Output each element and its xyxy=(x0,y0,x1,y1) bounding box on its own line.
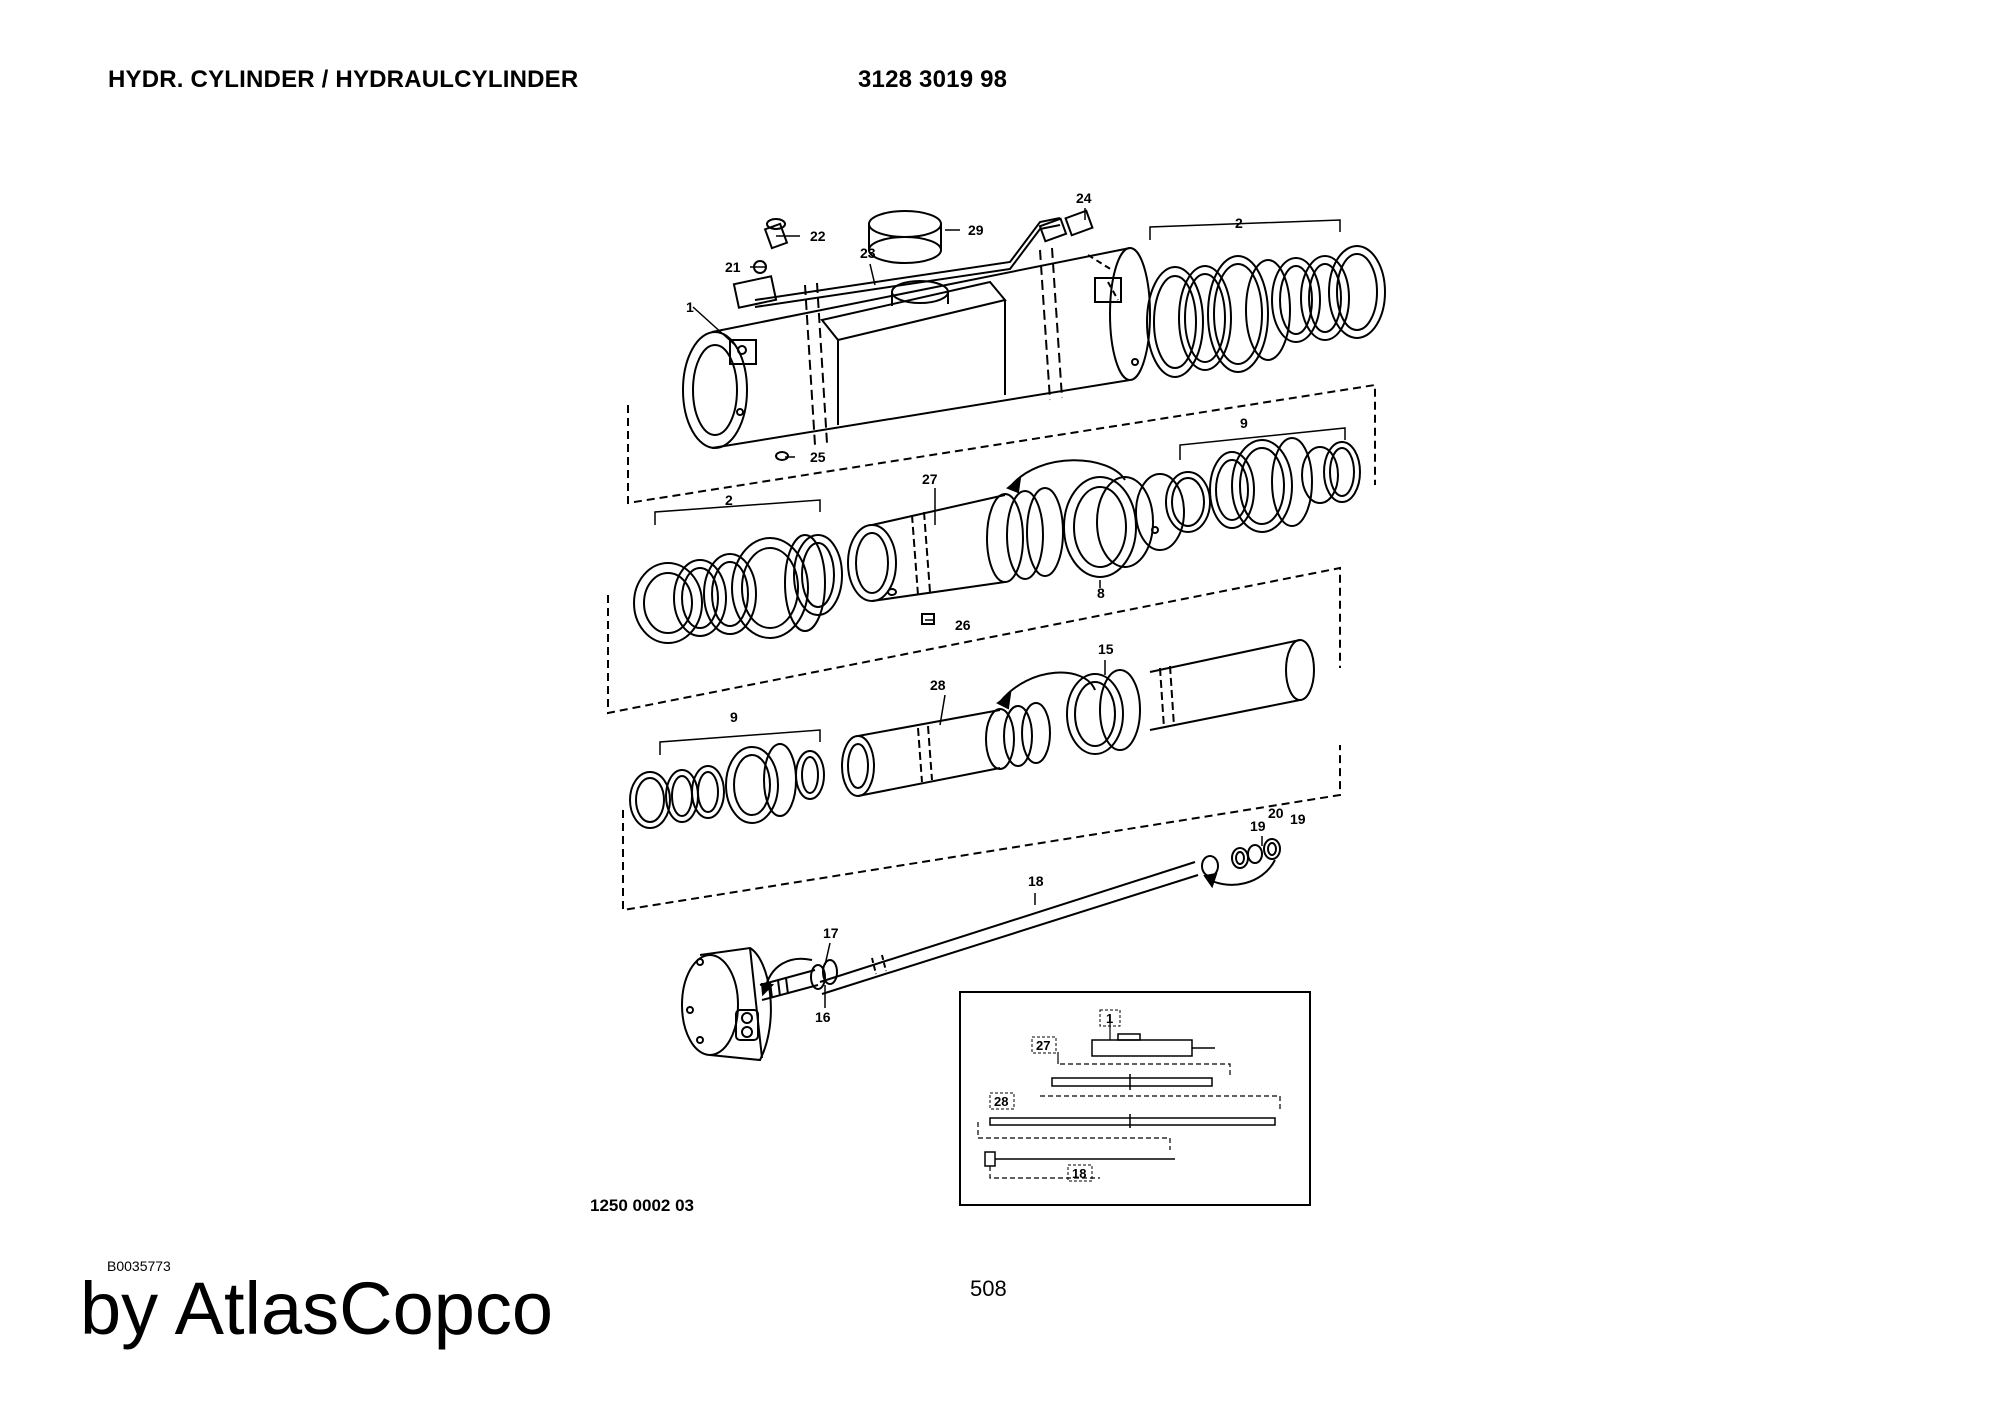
callout-27: 27 xyxy=(922,471,938,487)
callout-9-top: 9 xyxy=(1240,415,1248,431)
page-title: HYDR. CYLINDER / HYDRAULCYLINDER xyxy=(108,66,579,93)
seal-kit-row2-right xyxy=(1165,437,1361,533)
brand-footer: by AtlasCopco xyxy=(80,1267,554,1350)
rod-tube xyxy=(1149,639,1315,731)
callout-22: 22 xyxy=(810,228,826,244)
callout-25: 25 xyxy=(810,449,826,465)
document-id: B0035773 xyxy=(107,1258,171,1274)
callout-2-top: 2 xyxy=(1235,215,1243,231)
callout-21: 21 xyxy=(725,259,741,275)
guide-8 xyxy=(1006,459,1185,578)
callout-16: 16 xyxy=(815,1009,831,1025)
drawing-number: 1250 0002 03 xyxy=(590,1196,694,1215)
callout-26: 26 xyxy=(955,617,971,633)
seal-kit-row2-left xyxy=(633,534,843,644)
piston-27 xyxy=(847,487,1064,625)
rod-eye xyxy=(681,946,838,1062)
callout-20: 20 xyxy=(1268,805,1284,821)
seal-kit-row3 xyxy=(629,743,825,829)
cylinder-tube xyxy=(682,247,1151,449)
callout-17: 17 xyxy=(823,925,839,941)
piston-15 xyxy=(996,669,1141,755)
callout-24: 24 xyxy=(1076,190,1092,206)
page-number: 508 xyxy=(970,1276,1007,1301)
inset-label-18: 18 xyxy=(1072,1166,1086,1181)
callout-9-low: 9 xyxy=(730,709,738,725)
callout-labels: 1 2 2 8 9 9 15 16 17 18 19 19 20 21 22 2… xyxy=(686,190,1306,1025)
inset-label-28: 28 xyxy=(994,1094,1008,1109)
callout-1: 1 xyxy=(686,299,694,315)
inset-label-1: 1 xyxy=(1106,1011,1113,1026)
piston-rod-18 xyxy=(819,838,1281,995)
callout-23: 23 xyxy=(860,245,876,261)
callout-8: 8 xyxy=(1097,585,1105,601)
callout-19-right: 19 xyxy=(1290,811,1306,827)
callout-19-left: 19 xyxy=(1250,818,1266,834)
guide-28 xyxy=(841,702,1051,797)
inset-label-27: 27 xyxy=(1036,1038,1050,1053)
hose-and-fittings xyxy=(732,209,1119,461)
callout-29: 29 xyxy=(968,222,984,238)
cap-29 xyxy=(868,210,942,264)
callout-15: 15 xyxy=(1098,641,1114,657)
leader-lines xyxy=(654,208,1346,1008)
callout-28: 28 xyxy=(930,677,946,693)
callout-2-mid: 2 xyxy=(725,492,733,508)
part-number: 3128 3019 98 xyxy=(858,66,1008,93)
callout-18: 18 xyxy=(1028,873,1044,889)
seal-kit-row1 xyxy=(1146,245,1386,378)
inset-overview: 1 27 28 18 xyxy=(959,991,1311,1206)
